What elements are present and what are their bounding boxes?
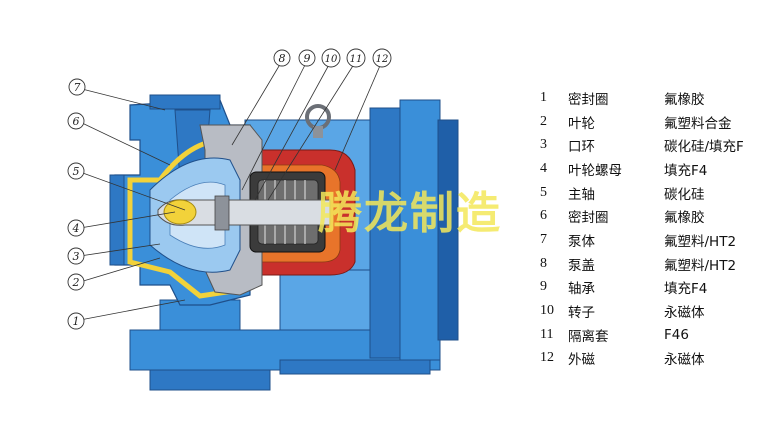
svg-text:1: 1: [73, 315, 80, 328]
parts-list-row: 10 转子 永磁体: [540, 299, 768, 323]
callout-7: 7: [68, 78, 86, 96]
part-name: 转子: [568, 305, 595, 322]
parts-list-row: 1 密封圈 氟橡胶: [540, 86, 768, 110]
svg-text:7: 7: [74, 81, 81, 94]
callouts: 7 6 5 4 3 2 1 8 9 10 11 12: [67, 48, 392, 330]
parts-list-row: 3 口环 碳化硅/填充F: [540, 133, 768, 157]
lifting-eye: [305, 104, 331, 138]
callout-9: 9: [298, 49, 316, 67]
part-name: 口环: [568, 139, 595, 156]
part-number: 4: [540, 160, 547, 176]
callout-3: 3: [67, 247, 85, 265]
part-material: 氟塑料/HT2: [664, 257, 737, 274]
part-material: 氟橡胶: [664, 91, 705, 108]
part-number: 2: [540, 113, 547, 129]
part-number: 8: [540, 255, 547, 271]
watermark-text: 腾龙制造: [318, 188, 502, 239]
parts-list-row: 6 密封圈 氟橡胶: [540, 204, 768, 228]
parts-list-row: 4 叶轮螺母 填充F4: [540, 157, 768, 181]
svg-text:10: 10: [325, 54, 338, 65]
part-material: F46: [664, 326, 689, 343]
part-name: 泵体: [568, 233, 595, 250]
callout-6: 6: [67, 112, 85, 130]
callout-5: 5: [67, 162, 85, 180]
callout-12: 12: [372, 48, 392, 68]
part-name: 叶轮螺母: [568, 162, 622, 179]
leader-lines: [79, 60, 383, 321]
part-material: 永磁体: [664, 305, 705, 322]
part-material: 永磁体: [664, 352, 705, 369]
part-number: 7: [540, 231, 547, 247]
parts-list-row: 9 轴承 填充F4: [540, 276, 768, 300]
svg-text:4: 4: [72, 222, 80, 235]
main-shaft: [157, 195, 331, 231]
callout-2: 2: [67, 273, 85, 291]
part-number: 11: [540, 326, 554, 342]
part-material: 氟橡胶: [664, 210, 705, 227]
part-name: 隔离套: [568, 328, 609, 345]
part-name: 泵盖: [568, 257, 595, 274]
part-name: 主轴: [568, 186, 595, 203]
motor-bracket: [244, 99, 459, 361]
parts-list-row: 11 隔离套 F46: [540, 323, 768, 347]
part-name: 轴承: [568, 281, 595, 298]
parts-list-row: 12 外磁 永磁体: [540, 347, 768, 371]
parts-list-row: 5 主轴 碳化硅: [540, 181, 768, 205]
svg-text:11: 11: [350, 54, 363, 65]
svg-text:12: 12: [376, 54, 389, 65]
svg-text:2: 2: [72, 276, 80, 289]
parts-list-row: 7 泵体 氟塑料/HT2: [540, 228, 768, 252]
svg-text:3: 3: [73, 250, 80, 263]
part-number: 3: [540, 137, 547, 153]
part-name: 密封圈: [568, 210, 609, 227]
callout-10: 10: [321, 48, 341, 68]
part-material: 填充F4: [664, 162, 708, 179]
part-material: 氟塑料/HT2: [664, 233, 737, 250]
part-material: 碳化硅/填充F: [664, 139, 744, 156]
part-name: 外磁: [568, 352, 595, 369]
callout-8: 8: [273, 49, 291, 67]
part-number: 10: [540, 303, 554, 319]
svg-text:6: 6: [73, 115, 80, 128]
callout-4: 4: [67, 219, 85, 237]
callout-1: 1: [67, 312, 85, 330]
parts-list-row: 8 泵盖 氟塑料/HT2: [540, 252, 768, 276]
part-number: 6: [540, 208, 547, 224]
part-material: 填充F4: [664, 281, 708, 298]
part-number: 1: [540, 89, 547, 105]
parts-list-row: 2 叶轮 氟塑料合金: [540, 110, 768, 134]
part-material: 氟塑料合金: [664, 115, 732, 132]
part-number: 9: [540, 279, 547, 295]
part-number: 5: [540, 184, 547, 200]
callout-11: 11: [346, 48, 366, 68]
svg-text:8: 8: [279, 52, 286, 65]
pump-base: [129, 269, 441, 391]
svg-text:9: 9: [304, 52, 311, 65]
part-number: 12: [540, 350, 554, 366]
part-name: 叶轮: [568, 115, 595, 132]
part-material: 碳化硅: [664, 186, 705, 203]
part-name: 密封圈: [568, 91, 609, 108]
pump-cross-section-diagram: 腾龙制造 7 6 5 4 3 2 1 8 9 10 11 12: [67, 48, 502, 391]
svg-text:5: 5: [73, 165, 80, 178]
